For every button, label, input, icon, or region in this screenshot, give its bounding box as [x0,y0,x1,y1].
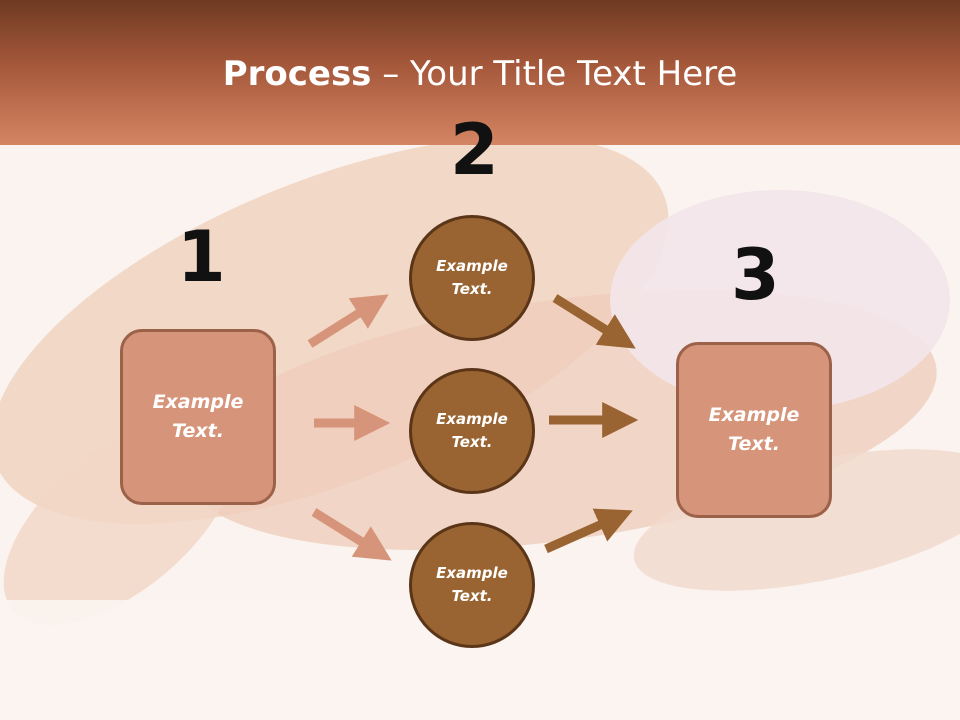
step-1-label-line2: Text. [172,420,224,442]
step-2-circle-middle: Example Text. [409,368,535,494]
title-bold: Process [222,54,372,94]
arrow-box1-to-circle-bottom [311,508,392,561]
circle-bottom-label-line2: Text. [451,587,493,605]
step-number-1: 1 [177,216,226,298]
slide-title: Process – Your Title Text Here [0,52,960,96]
arrow-circle-bottom-to-box3 [544,508,633,554]
step-3-label-line1: Example [708,404,800,426]
circle-bottom-label-line1: Example [436,564,508,582]
step-1-label-line1: Example [152,391,244,413]
title-rest: – Your Title Text Here [371,54,738,94]
step-1-box: Example Text. [120,329,276,505]
step-3-box: Example Text. [676,342,832,518]
circle-top-label-line2: Text. [451,280,493,298]
circle-top-label-line1: Example [436,257,508,275]
step-number-3: 3 [731,234,780,316]
arrow-box1-to-circle-top [307,294,389,348]
arrow-circle-top-to-box3 [552,294,636,349]
circle-middle-label-line1: Example [436,410,508,428]
title-bar [0,0,960,145]
step-2-circle-top: Example Text. [409,215,535,341]
step-3-label-line2: Text. [728,433,780,455]
step-number-2: 2 [450,109,499,191]
circle-middle-label-line2: Text. [451,433,493,451]
step-2-circle-bottom: Example Text. [409,522,535,648]
